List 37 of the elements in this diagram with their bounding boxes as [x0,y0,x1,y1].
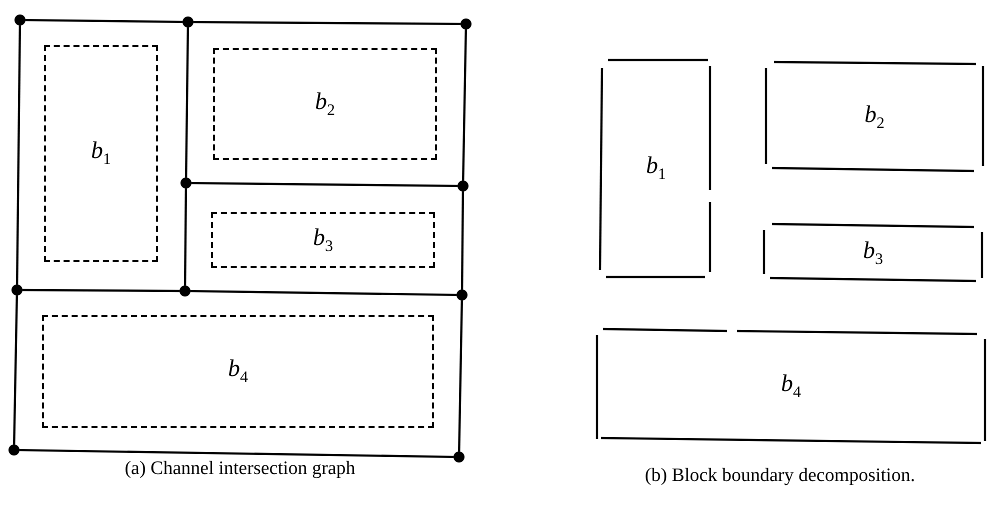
dashed-block-box [213,48,437,160]
block-label: b$_{3}$ [313,226,333,254]
graph-edge [22,288,180,292]
graph-edge [13,295,18,445]
dashed-block-box [211,212,435,268]
block-label: b$_{4}$ [781,372,801,401]
dashed-block-box [44,45,158,262]
dashed-block-box [42,315,434,428]
graph-edge [458,300,463,452]
graph-edge [194,20,460,26]
graph-edge [184,188,188,286]
vertex-dot [456,290,468,300]
block-label: b$_{4}$ [228,357,248,386]
vertex-dot [180,178,192,188]
vertex-dot [180,286,190,296]
vertex-dot [8,444,20,456]
block-label: b$_{2}$ [864,103,884,132]
graph-edge [190,290,457,296]
figure-caption: (b) Block boundary decomposition. [644,465,916,487]
graph-edge [16,25,22,285]
vertex-dot [14,14,26,26]
vertex-dot [182,16,194,28]
vertex-dot [460,18,472,30]
graph-edge [191,182,458,188]
block-label: b$_{2}$ [315,90,335,118]
graph-edge [25,18,183,24]
vertex-dot [458,180,468,192]
block-label: b$_{3}$ [863,238,883,268]
vertex-dot [12,284,22,296]
figure-caption: (a) Channel intersection graph [124,458,356,480]
graph-edge [19,448,454,458]
graph-edge [460,191,464,290]
graph-edge [462,29,467,181]
graph-edge [184,27,190,178]
vertex-dot [454,452,464,462]
block-label: b$_{1}$ [646,154,666,183]
block-label: b$_{1}$ [91,139,111,168]
